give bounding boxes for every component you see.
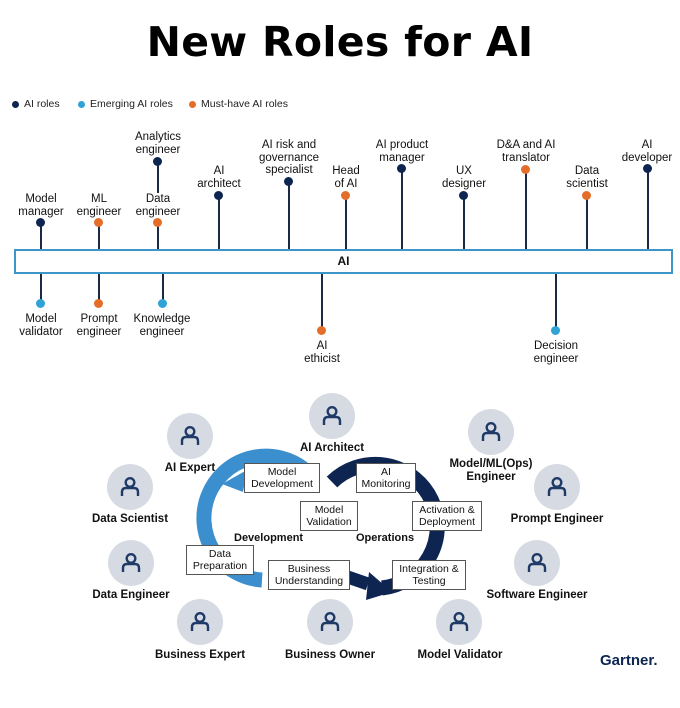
role-ai-risk-governance: AI risk and governance specialist bbox=[258, 139, 320, 176]
person-label-data-scientist: Data Scientist bbox=[91, 513, 169, 525]
legend-label: Must-have AI roles bbox=[201, 98, 288, 110]
person-label-business-owner: Business Owner bbox=[284, 649, 376, 661]
role-data-engineer: Data engineer bbox=[135, 193, 181, 218]
role-marker-icon bbox=[214, 191, 223, 200]
role-decision-engineer: Decision engineer bbox=[533, 340, 579, 365]
person-label-data-engineer: Data Engineer bbox=[92, 589, 170, 601]
role-model-manager: Model manager bbox=[18, 193, 64, 218]
role-knowledge-engineer: Knowledge engineer bbox=[133, 313, 191, 338]
role-marker-icon bbox=[94, 299, 103, 308]
person-label-prompt-engineer: Prompt Engineer bbox=[510, 513, 604, 525]
step-business-understanding: Business Understanding bbox=[268, 560, 350, 590]
role-marker-icon bbox=[459, 191, 468, 200]
page-title: New Roles for AI bbox=[146, 18, 534, 66]
development-label: Development bbox=[234, 532, 304, 544]
person-label-business-expert: Business Expert bbox=[154, 649, 246, 661]
role-marker-icon bbox=[521, 165, 530, 174]
legend-dot-icon bbox=[189, 100, 196, 108]
role-ux-designer: UX designer bbox=[441, 165, 487, 190]
role-data-scientist: Data scientist bbox=[566, 165, 608, 190]
role-head-of-ai: Head of AI bbox=[332, 165, 360, 190]
person-icon bbox=[107, 464, 153, 510]
role-ai-product-manager: AI product manager bbox=[375, 139, 429, 164]
step-data-preparation: Data Preparation bbox=[186, 545, 254, 575]
development-arrow-icon bbox=[222, 470, 247, 492]
role-da-ai-translator: D&A and AI translator bbox=[496, 139, 556, 164]
legend-item-must-have: Must-have AI roles bbox=[189, 98, 288, 110]
gartner-logo: Gartner. bbox=[600, 652, 658, 669]
role-marker-icon bbox=[643, 164, 652, 173]
role-marker-icon bbox=[153, 157, 162, 166]
ai-bar: AI bbox=[14, 249, 673, 274]
person-label-model-validator: Model Validator bbox=[417, 649, 503, 661]
role-marker-icon bbox=[158, 299, 167, 308]
legend-item-ai-roles: AI roles bbox=[12, 98, 60, 110]
legend-item-emerging: Emerging AI roles bbox=[78, 98, 173, 110]
role-marker-icon bbox=[317, 326, 326, 335]
person-icon bbox=[468, 409, 514, 455]
step-activation-deployment: Activation & Deployment bbox=[412, 501, 482, 531]
role-marker-icon bbox=[36, 218, 45, 227]
role-analytics-engineer: Analytics engineer bbox=[134, 131, 182, 156]
step-model-validation: Model Validation bbox=[300, 501, 358, 531]
legend-dot-icon bbox=[78, 100, 85, 108]
person-icon bbox=[514, 540, 560, 586]
role-prompt-engineer: Prompt engineer bbox=[76, 313, 122, 338]
role-marker-icon bbox=[284, 177, 293, 186]
person-icon bbox=[307, 599, 353, 645]
person-label-model-mlops-engineer: Model/ML(Ops) Engineer bbox=[449, 458, 533, 483]
person-icon bbox=[436, 599, 482, 645]
role-ml-engineer: ML engineer bbox=[76, 193, 122, 218]
legend-dot-icon bbox=[12, 100, 19, 108]
person-label-software-engineer: Software Engineer bbox=[486, 589, 588, 601]
role-ai-developer: AI developer bbox=[621, 139, 673, 164]
role-marker-icon bbox=[36, 299, 45, 308]
step-model-development: Model Development bbox=[244, 463, 320, 493]
role-marker-icon bbox=[94, 218, 103, 227]
legend-label: AI roles bbox=[24, 98, 60, 110]
role-ai-architect: AI architect bbox=[197, 165, 241, 190]
person-icon bbox=[108, 540, 154, 586]
person-label-ai-architect: AI Architect bbox=[299, 442, 365, 454]
step-integration-testing: Integration & Testing bbox=[392, 560, 466, 590]
role-marker-icon bbox=[551, 326, 560, 335]
person-label-ai-expert: AI Expert bbox=[164, 462, 216, 474]
person-icon bbox=[309, 393, 355, 439]
role-marker-icon bbox=[341, 191, 350, 200]
person-icon bbox=[167, 413, 213, 459]
role-ai-ethicist: AI ethicist bbox=[304, 340, 340, 365]
person-icon bbox=[534, 464, 580, 510]
operations-arrow-icon bbox=[366, 572, 392, 600]
role-marker-icon bbox=[582, 191, 591, 200]
role-marker-icon bbox=[397, 164, 406, 173]
operations-label: Operations bbox=[356, 532, 415, 544]
role-model-validator: Model validator bbox=[19, 313, 63, 338]
legend-label: Emerging AI roles bbox=[90, 98, 173, 110]
person-icon bbox=[177, 599, 223, 645]
role-marker-icon bbox=[153, 218, 162, 227]
step-ai-monitoring: AI Monitoring bbox=[356, 463, 416, 493]
